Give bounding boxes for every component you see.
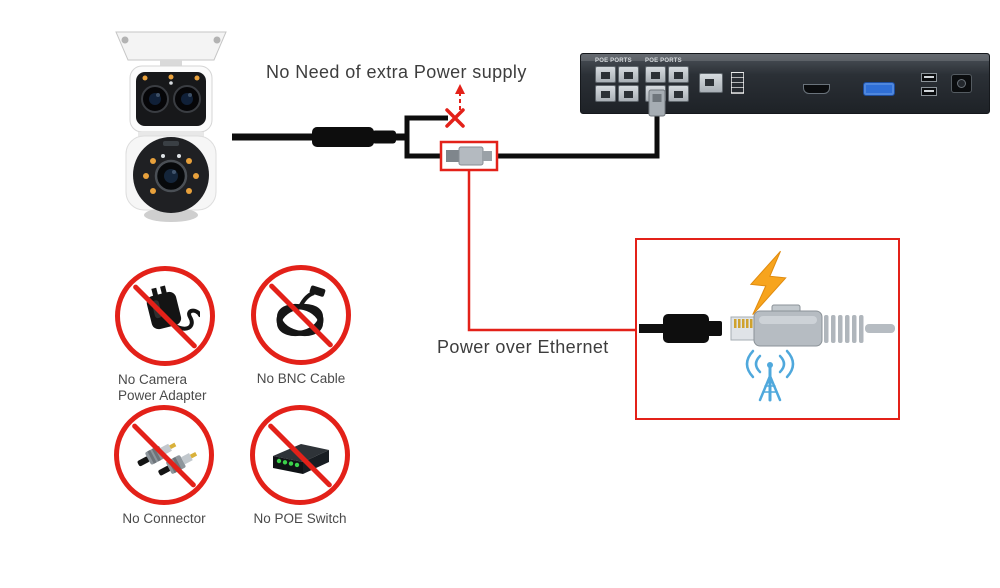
vga-port xyxy=(863,82,895,96)
usb-port xyxy=(921,73,937,82)
poe-leader-line xyxy=(467,170,635,332)
ptz-camera-illustration xyxy=(115,31,227,222)
ethernet-connectors-illustration xyxy=(639,304,895,347)
poe-ports-label: POE PORTS xyxy=(645,58,682,64)
poe-port xyxy=(645,66,666,83)
ethernet-cable xyxy=(232,110,660,159)
camera-head xyxy=(129,65,213,133)
camera-dome xyxy=(125,132,217,222)
poe-caption: Power over Ethernet xyxy=(437,337,609,357)
prohibited-connector: No Connector xyxy=(114,405,214,527)
poe-port xyxy=(668,66,689,83)
poe-coupler-callout xyxy=(439,140,499,172)
prohibited-label: No Connector xyxy=(122,511,206,526)
prohibited-camera-power-adapter: No Camera Power Adapter xyxy=(115,266,215,404)
nvr-certification-markings xyxy=(731,72,744,94)
poe-port xyxy=(618,85,639,102)
power-inlet xyxy=(951,74,972,93)
prohibition-ring xyxy=(114,405,214,505)
wifi-antenna-icon xyxy=(745,349,795,402)
poe-port xyxy=(668,85,689,102)
prohibition-ring xyxy=(250,405,350,505)
lan-port xyxy=(699,73,723,93)
prohibited-poe-switch: No POE Switch xyxy=(250,405,350,527)
camera-mount-bracket xyxy=(115,31,227,68)
poe-ports-label: POE PORTS xyxy=(595,58,632,64)
x-marker-icon xyxy=(445,84,465,128)
poe-detail-illustration xyxy=(639,250,895,402)
poe-port xyxy=(645,85,666,102)
hdmi-port xyxy=(803,84,830,94)
poe-port xyxy=(618,66,639,83)
usb-port xyxy=(921,87,937,96)
lightning-bolt-icon xyxy=(749,250,787,316)
poe-port xyxy=(595,66,616,83)
poe-port xyxy=(595,85,616,102)
poe-detail-box xyxy=(635,238,900,420)
prohibited-label: No POE Switch xyxy=(253,511,347,526)
prohibited-bnc-cable: No BNC Cable xyxy=(251,265,351,387)
prohibited-label: No Camera Power Adapter xyxy=(118,372,207,403)
no-power-caption: No Need of extra Power supply xyxy=(266,62,527,82)
prohibited-label: No BNC Cable xyxy=(256,371,346,386)
nvr-illustration: POE PORTS POE PORTS xyxy=(580,53,990,114)
prohibition-ring xyxy=(115,266,215,366)
rj45-molded-plug xyxy=(312,127,374,147)
prohibition-ring xyxy=(251,265,351,365)
